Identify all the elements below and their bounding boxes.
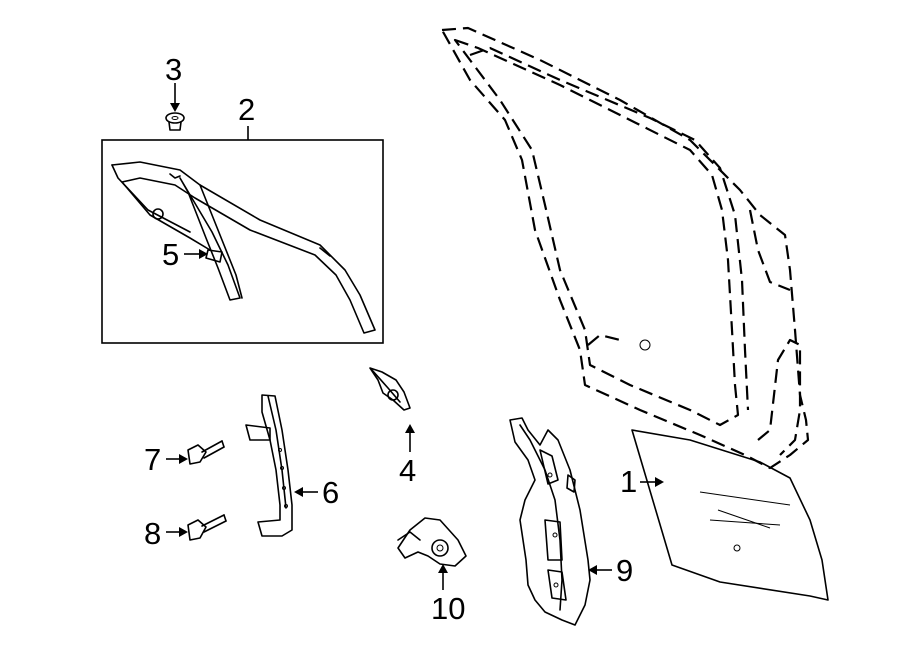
callout-4: 4 [399,453,416,488]
callout-2: 2 [238,92,255,127]
mirror-bracket [369,367,411,411]
window-regulator [509,417,591,626]
part-2-group-box [101,139,384,344]
callout-10: 10 [431,591,465,626]
callout-5: 5 [162,237,179,272]
clip [165,112,185,131]
callout-6: 6 [322,475,339,510]
callout-8: 8 [144,516,161,551]
bolt-upper [187,440,225,465]
bolt-lower [187,514,227,541]
callout-3: 3 [165,52,182,87]
channel-bracket [245,394,293,537]
door-outline [440,26,810,470]
leader-lines [166,83,664,590]
callout-9: 9 [616,553,633,588]
door-glass [631,429,829,601]
callout-7: 7 [144,442,161,477]
regulator-motor [397,517,467,567]
callout-1: 1 [620,464,637,499]
glass-run-channel [111,161,376,334]
